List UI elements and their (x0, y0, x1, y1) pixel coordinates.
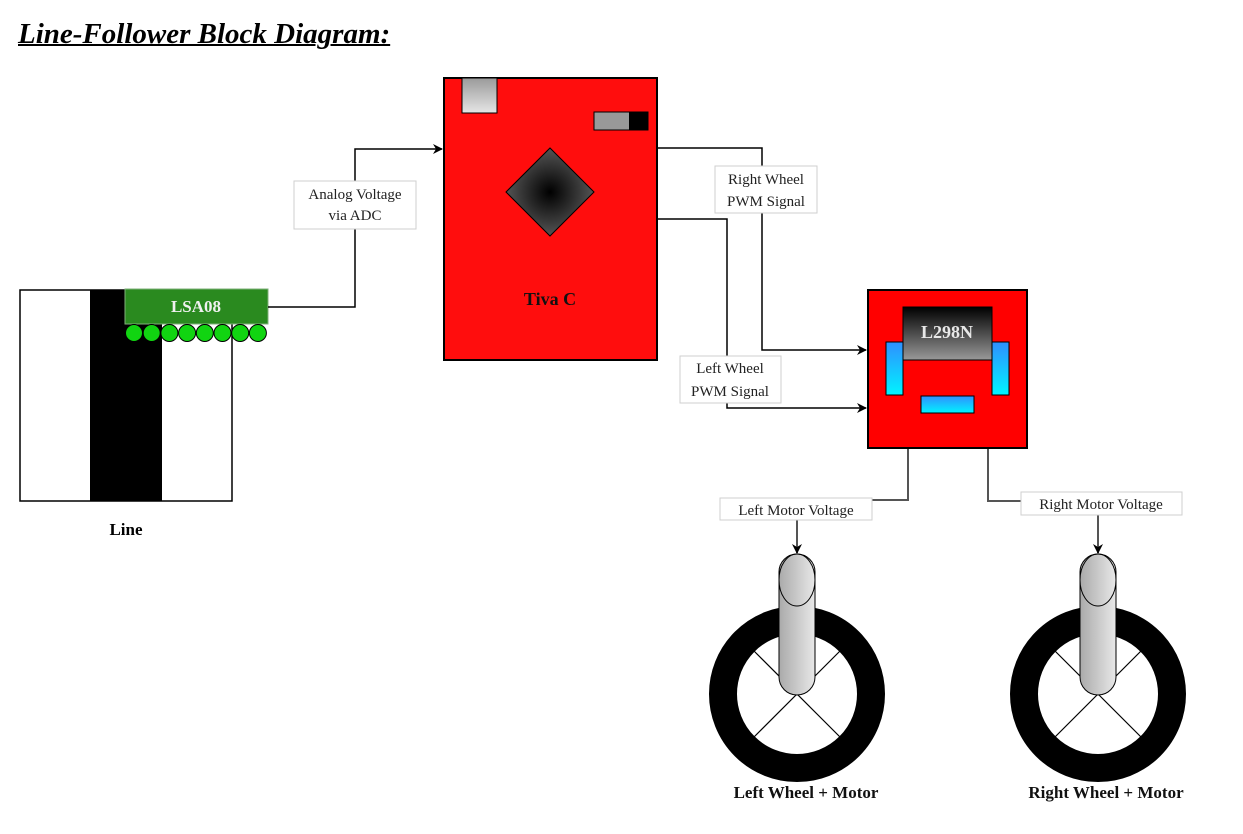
left-motor-label-box (719, 497, 873, 521)
left-pwm-label-line1: Left Wheel (696, 361, 764, 377)
sensor-led (248, 324, 267, 342)
sensor-led (213, 324, 232, 342)
right-motor-label-box (1020, 491, 1183, 516)
line-label: Line (109, 520, 143, 539)
right-motor-cap (1079, 553, 1117, 607)
sensor-led (125, 324, 143, 342)
sensor-board (124, 288, 269, 325)
left-motor-body (778, 553, 816, 696)
right-motor-label: Right Motor Voltage (1039, 497, 1163, 513)
adc-connection: Analog Voltage via ADC (268, 144, 443, 308)
sensor-leds (125, 324, 267, 342)
right-pwm-label-line1: Right Wheel (728, 172, 804, 188)
line-block: Line (19, 289, 233, 539)
adc-label-box (293, 180, 417, 230)
right-pwm-wire (657, 147, 867, 355)
left-motor-cap (778, 553, 816, 607)
l298n-driver: L298N (867, 289, 1028, 449)
tiva-c-board: Tiva C (443, 77, 658, 361)
mcu-chip (505, 147, 595, 237)
right-motor-body (1079, 553, 1117, 696)
left-pwm-label-line2: PWM Signal (691, 384, 769, 400)
left-terminal (885, 341, 904, 396)
left-wheel-motor: Left Wheel + Motor (709, 553, 885, 802)
left-pwm-wire (657, 218, 867, 413)
usb-connector (461, 77, 498, 114)
right-wheel-label: Right Wheel + Motor (1028, 783, 1184, 802)
adc-label-line1: Analog Voltage (308, 187, 402, 203)
sensor-led (160, 324, 179, 342)
left-wheel-label: Left Wheel + Motor (734, 783, 879, 802)
sensor-label: LSA08 (171, 297, 221, 316)
left-pwm-label-box (679, 355, 782, 404)
driver-chip (902, 306, 993, 361)
left-motor-connection: Left Motor Voltage (719, 449, 909, 554)
left-pwm-connection: Left Wheel PWM Signal (657, 218, 867, 413)
sensor-led (231, 324, 250, 342)
page-title: Line-Follower Block Diagram: (18, 18, 391, 50)
power-terminal (920, 395, 975, 414)
sensor-led (195, 324, 214, 342)
right-motor-connection: Right Motor Voltage (987, 449, 1183, 554)
sensor-led (142, 324, 161, 342)
right-pwm-label-line2: PWM Signal (727, 194, 805, 210)
driver-label: L298N (921, 322, 973, 342)
left-motor-label: Left Motor Voltage (738, 503, 854, 519)
tiva-label: Tiva C (524, 289, 576, 309)
sensor-led (178, 324, 197, 342)
lsa08-sensor: LSA08 (124, 288, 269, 342)
right-terminal (991, 341, 1010, 396)
right-wheel-motor: Right Wheel + Motor (1010, 553, 1186, 802)
switch-knob (629, 112, 648, 130)
right-pwm-connection: Right Wheel PWM Signal (657, 147, 867, 355)
adc-label-line2: via ADC (329, 208, 382, 224)
right-pwm-label-box (714, 165, 818, 214)
